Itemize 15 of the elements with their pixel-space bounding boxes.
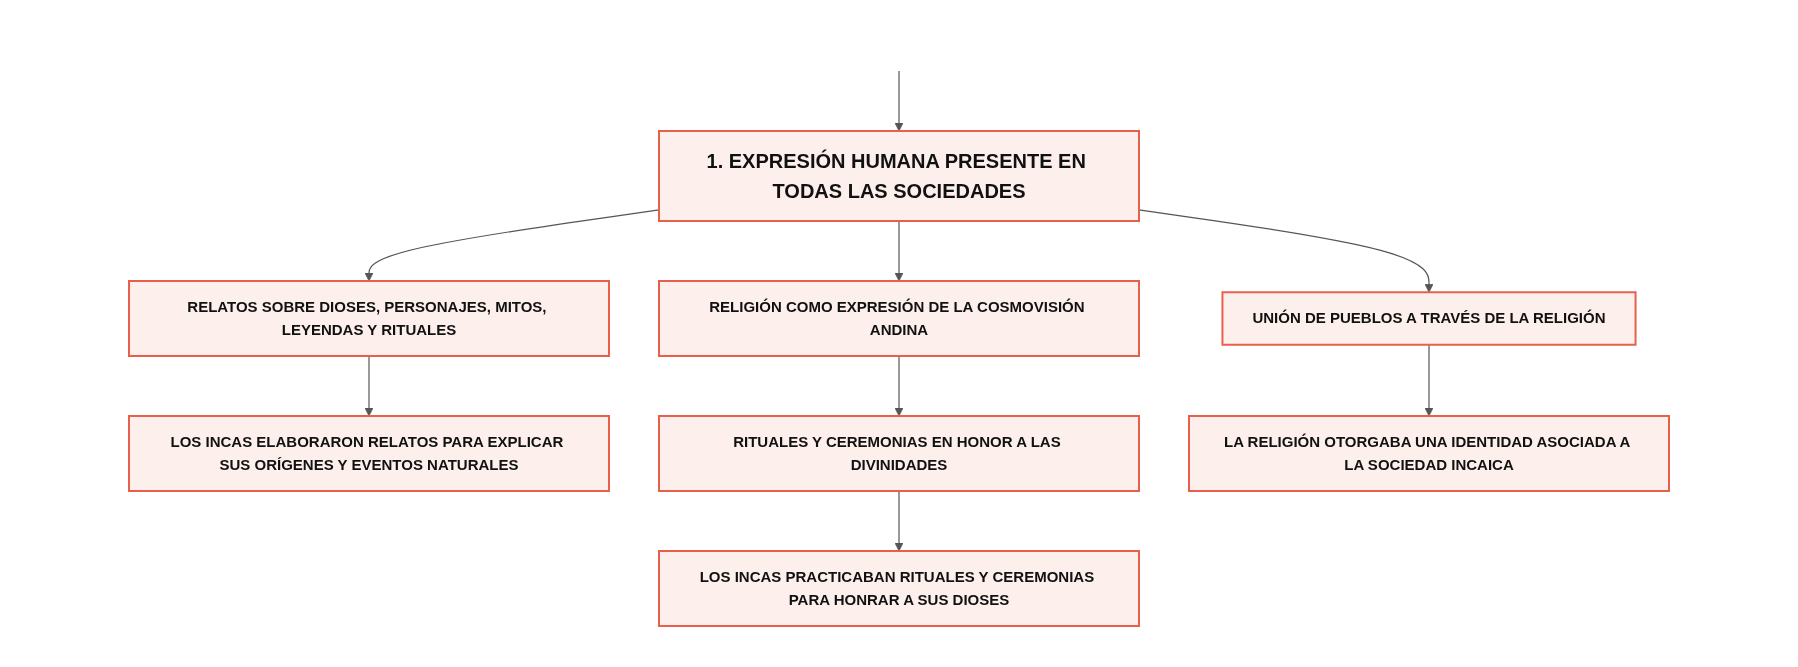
node-box: 1. EXPRESIÓN HUMANA PRESENTE EN TODAS LAS SOCIEDADES [658, 130, 1140, 222]
node-box: LA RELIGIÓN OTORGABA UNA IDENTIDAD ASOCIADA A LA SOCIEDAD INCAICA [1188, 415, 1670, 492]
arrow [1424, 344, 1434, 417]
arrow [364, 209, 660, 282]
arrow [894, 355, 904, 417]
node-box: LOS INCAS ELABORARON RELATOS PARA EXPLICAR SUS ORÍGENES Y EVENTOS NATURALES [128, 415, 610, 492]
node-box: RELIGIÓN COMO EXPRESIÓN DE LA COSMOVISIÓN ANDINA [658, 280, 1140, 357]
arrow [894, 70, 904, 132]
arrow [894, 220, 904, 282]
arrow [364, 355, 374, 417]
node-box: RITUALES Y CEREMONIAS EN HONOR A LAS DIVINIDADES [658, 415, 1140, 492]
node-box: RELATOS SOBRE DIOSES, PERSONAJES, MITOS, LEYENDAS Y RITUALES [128, 280, 610, 357]
node-box: UNIÓN DE PUEBLOS A TRAVÉS DE LA RELIGIÓN [1221, 291, 1637, 346]
node-box: LOS INCAS PRACTICABAN RITUALES Y CEREMONIAS PARA HONRAR A SUS DIOSES [658, 550, 1140, 627]
arrow [894, 490, 904, 552]
